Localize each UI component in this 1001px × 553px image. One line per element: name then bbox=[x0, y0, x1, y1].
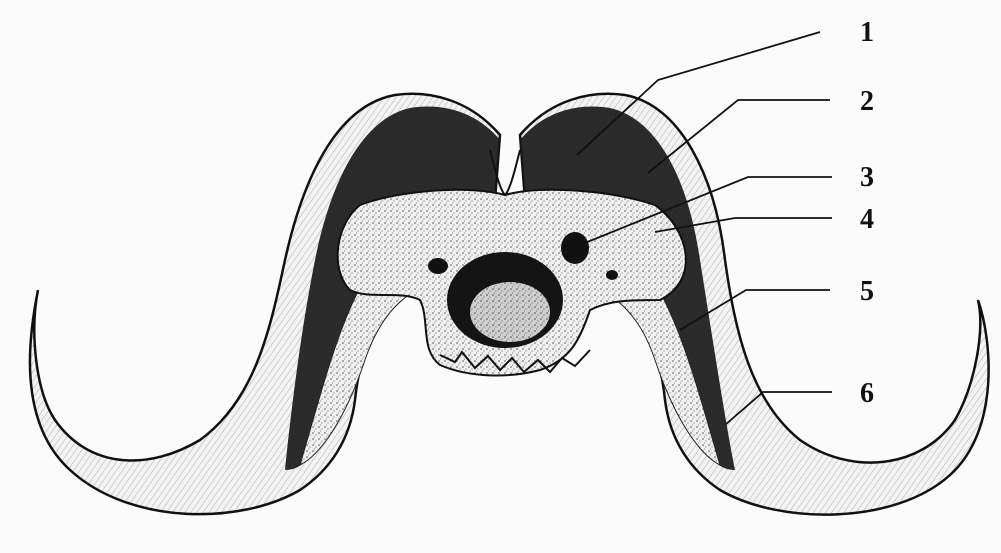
left-sinus-hole bbox=[428, 258, 448, 274]
right-sinus-hole-small bbox=[606, 270, 618, 280]
label-5: 5 bbox=[860, 276, 874, 307]
label-1: 1 bbox=[860, 17, 874, 48]
right-sinus-hole bbox=[561, 232, 589, 264]
label-4: 4 bbox=[860, 204, 874, 235]
central-cavity-inner bbox=[470, 282, 550, 342]
label-2: 2 bbox=[860, 86, 874, 117]
label-6: 6 bbox=[860, 378, 874, 409]
label-3: 3 bbox=[860, 162, 874, 193]
